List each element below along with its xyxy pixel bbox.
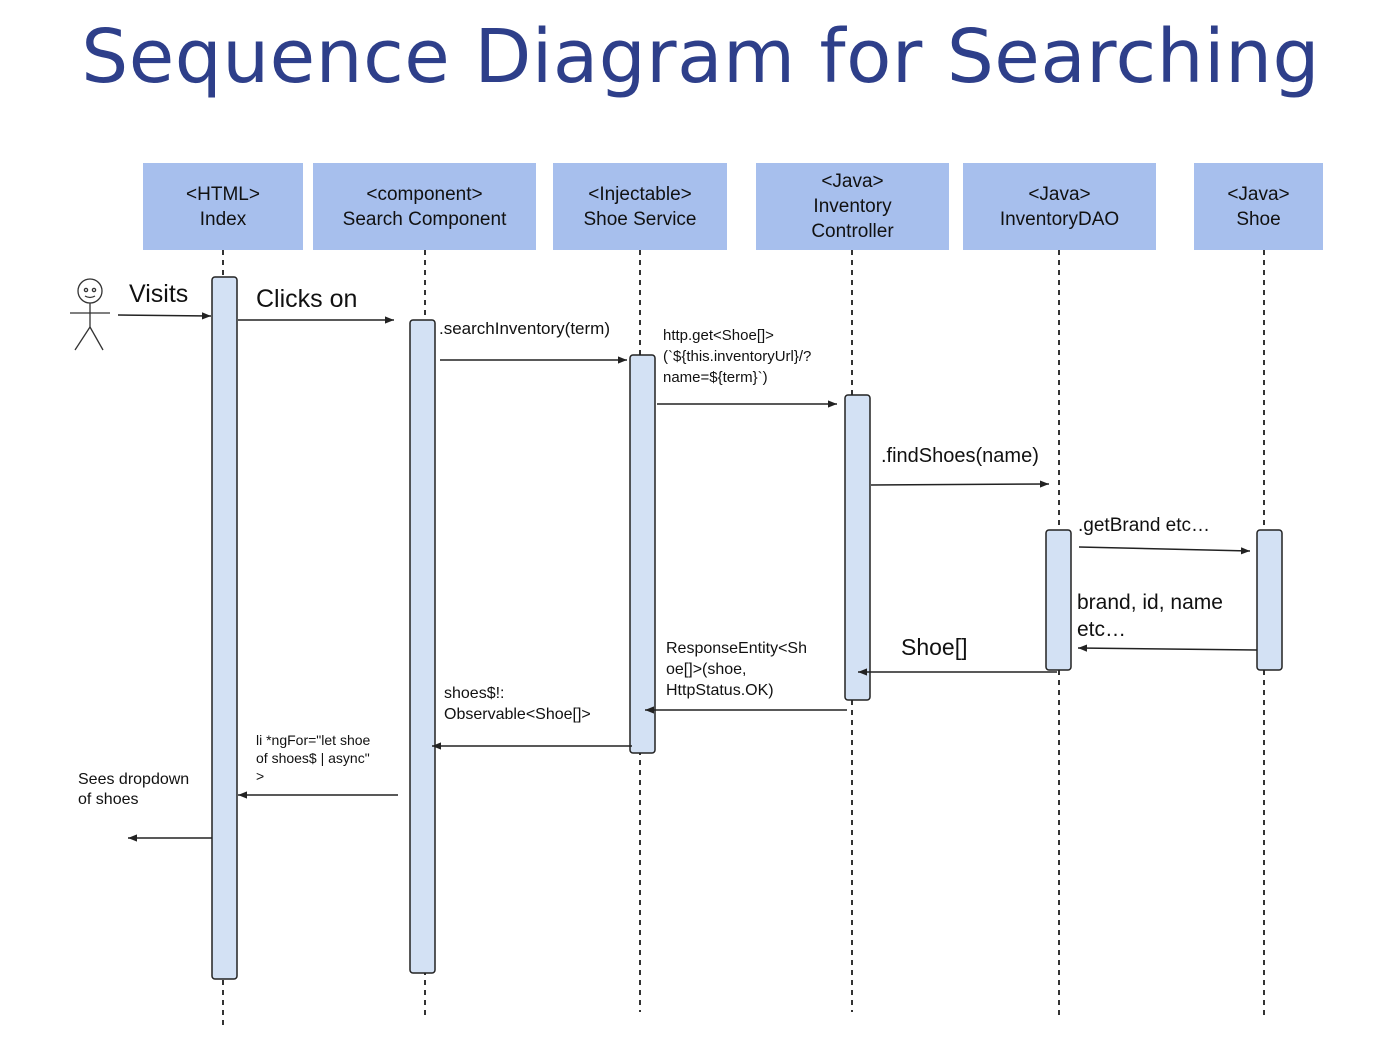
arrow-brand-id-return: [1077, 644, 1258, 652]
arrow-get-brand: [1078, 546, 1251, 555]
label-response-line3: HttpStatus.OK): [666, 682, 774, 699]
label-clicks-on: Clicks on: [256, 285, 358, 313]
label-get-brand: .getBrand etc…: [1078, 515, 1211, 536]
page-title: Sequence Diagram for Searching: [81, 14, 1320, 100]
label-brand-id-line2: etc…: [1077, 618, 1127, 641]
lifeline-header-inventory-dao: <Java> InventoryDAO: [963, 163, 1156, 250]
label-find-shoes: .findShoes(name): [881, 445, 1039, 467]
activation-search-component: [409, 319, 436, 974]
label-search-inventory: .searchInventory(term): [439, 319, 610, 338]
activation-inventory-controller: [844, 394, 871, 701]
label-response-line2: oe[]>(shoe,: [666, 661, 747, 678]
label-http-get-line2: (`${this.inventoryUrl}/?: [663, 348, 812, 365]
header-stereotype: <Injectable>: [588, 183, 692, 205]
header-name: Search Component: [342, 208, 507, 230]
lifeline-header-search-component: <component> Search Component: [313, 163, 536, 250]
activation-shoe: [1256, 529, 1283, 671]
lifeline-header-shoe-service: <Injectable> Shoe Service: [553, 163, 727, 250]
label-http-get-line3: name=${term}`): [663, 369, 768, 386]
header-name: Index: [199, 208, 247, 230]
header-stereotype: <Java>: [1028, 183, 1091, 205]
lifeline-header-shoe: <Java> Shoe: [1194, 163, 1323, 250]
header-stereotype: <HTML>: [186, 183, 260, 205]
arrow-find-shoes: [870, 480, 1050, 488]
label-sees-line2: of shoes: [78, 791, 139, 808]
label-http-get-line1: http.get<Shoe[]>: [663, 327, 774, 344]
activation-index: [211, 276, 238, 980]
label-response-line1: ResponseEntity<Sh: [666, 640, 807, 657]
header-name-line2: Controller: [811, 221, 894, 242]
header-name: Shoe Service: [583, 208, 697, 230]
label-brand-id-line1: brand, id, name: [1077, 591, 1223, 614]
lifeline-header-index: <HTML> Index: [143, 163, 303, 250]
label-observable-line2: Observable<Shoe[]>: [444, 706, 591, 723]
label-ngfor-line3: >: [256, 768, 265, 784]
lifeline-header-inventory-controller: <Java> Inventory Controller: [756, 163, 949, 250]
header-name: Inventory: [813, 196, 892, 217]
header-stereotype: <Java>: [821, 171, 884, 192]
label-visits: Visits: [129, 280, 189, 308]
label-ngfor-line1: li *ngFor="let shoe: [256, 732, 371, 748]
activation-inventory-dao: [1045, 529, 1072, 671]
label-sees-line1: Sees dropdown: [78, 771, 190, 788]
header-name: InventoryDAO: [999, 208, 1120, 230]
label-ngfor-line2: of shoes$ | async": [256, 750, 370, 766]
label-shoe-array: Shoe[]: [901, 634, 968, 660]
header-name: Shoe: [1236, 208, 1281, 230]
header-stereotype: <component>: [366, 183, 483, 205]
arrow-visits: [117, 312, 212, 320]
stick-figure-icon: [70, 278, 110, 351]
activation-shoe-service: [629, 354, 656, 754]
label-observable-line1: shoes$!:: [444, 685, 505, 702]
header-stereotype: <Java>: [1227, 183, 1290, 205]
